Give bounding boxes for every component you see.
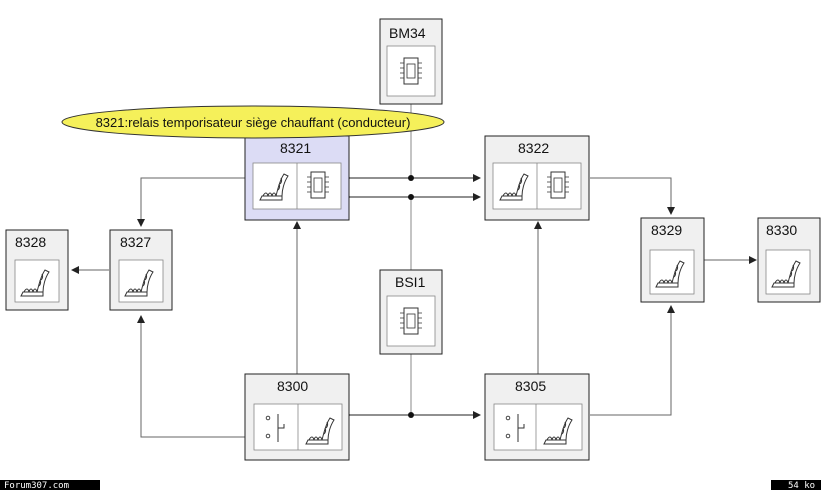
component-label: 8328 — [15, 234, 46, 250]
junction-dots — [408, 175, 414, 418]
component-bm34[interactable]: BM34 — [379, 18, 443, 105]
callout-text: 8321:relais temporisateur siège chauffan… — [96, 115, 411, 130]
junction-dot — [408, 412, 414, 418]
component-bsi1[interactable]: BSI1 — [379, 269, 443, 355]
component-8321[interactable]: 8321 — [244, 135, 350, 221]
wire-8300-8327 — [137, 315, 245, 438]
component-label: BSI1 — [395, 274, 426, 290]
component-label: 8322 — [518, 140, 549, 156]
wires — [71, 104, 757, 438]
junction-dot — [408, 194, 414, 200]
component-8305[interactable]: 8305 — [484, 373, 590, 461]
component-label: BM34 — [389, 25, 426, 41]
component-label: 8321 — [280, 140, 311, 156]
wire-8305-8329 — [590, 305, 675, 416]
footer: Forum307.com 54 ko — [0, 480, 821, 490]
component-label: 8327 — [120, 234, 151, 250]
component-8300[interactable]: 8300 — [244, 373, 350, 461]
footer-site: Forum307.com — [4, 481, 69, 490]
component-label: 8330 — [766, 222, 797, 238]
footer-size: 54 ko — [788, 481, 815, 490]
wire-8321-8327 — [137, 177, 245, 227]
wire-8322-8329 — [590, 177, 675, 215]
component-8329[interactable]: 8329 — [640, 217, 705, 303]
component-8328[interactable]: 8328 — [5, 229, 69, 311]
component-8322[interactable]: 8322 — [484, 135, 590, 221]
component-label: 8300 — [277, 378, 308, 394]
component-label: 8329 — [651, 222, 682, 238]
junction-dot — [408, 175, 414, 181]
component-8327[interactable]: 8327 — [109, 229, 173, 311]
component-label: 8305 — [515, 378, 546, 394]
component-8330[interactable]: 8330 — [757, 217, 821, 303]
callout-bubble: 8321:relais temporisateur siège chauffan… — [61, 105, 445, 139]
